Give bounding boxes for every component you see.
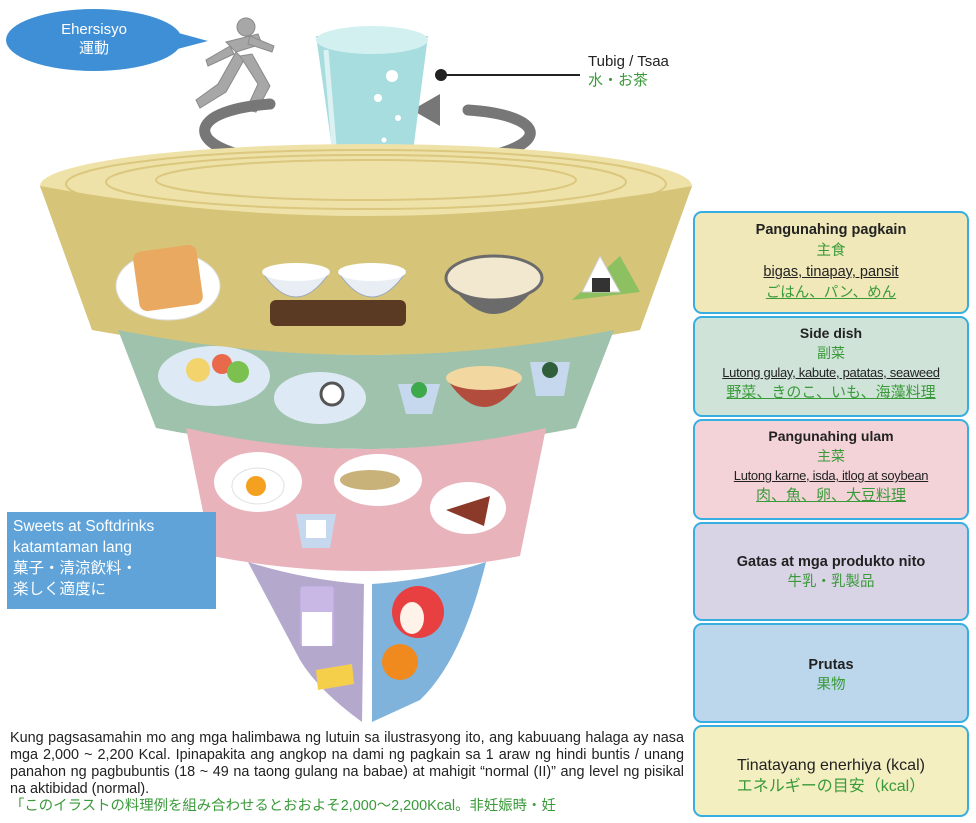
staple-band [40,186,692,355]
water-label-jp: 水・お茶 [588,72,649,89]
milk-band [248,562,364,722]
panel-energy-title: Tinatayang enerhiya (kcal) [737,757,925,774]
water-pointer [435,69,580,81]
panel-staple-title: Pangunahing pagkain [755,222,907,238]
panel-main-dish-items-jp: 肉、魚、卵、大豆料理 [755,487,906,504]
sweets-line-1: Sweets at Softdrinks [13,518,155,535]
panel-energy-title-jp: エネルギーの目安（kcal） [736,778,926,795]
panel-staple: Pangunahing pagkain 主食 bigas, tinapay, p… [693,211,969,314]
sweets-box: Sweets at Softdrinks katamtaman lang 菓子・… [7,512,216,609]
water-label: Tubig / Tsaa 水・お茶 [588,52,669,90]
sweets-line-3: 菓子・清涼飲料・ [13,560,138,577]
panel-milk-title: Gatas at mga produkto nito [736,554,926,570]
panel-side-dish-items: Lutong gulay, kabute, patatas, seaweed [722,365,940,380]
panel-main-dish-items: Lutong karne, isda, itlog at soybean [733,468,929,483]
runner-icon [195,17,275,113]
exercise-bubble: Ehersisyo 運動 [6,8,182,70]
panel-side-dish-title: Side dish [799,325,863,341]
exercise-label: Ehersisyo [61,21,127,38]
panel-main-dish-title-jp: 主菜 [817,448,845,464]
description: Kung pagsasamahin mo ang mga halimbawa n… [10,730,684,816]
top-disc [40,144,692,228]
fruit-band [372,562,486,722]
panel-staple-title-jp: 主食 [816,243,846,259]
speech-bubble [6,9,208,71]
description-text-jp: 「このイラストの料理例を組み合わせるとおおよそ2,000～2,200Kcal。非… [10,798,556,814]
panel-side-dish-title-jp: 副菜 [817,345,845,361]
main-dish-band [186,428,546,571]
side-dish-band [118,330,614,449]
panel-energy: Tinatayang enerhiya (kcal) エネルギーの目安（kcal… [693,725,969,817]
panel-staple-items-jp: ごはん、パン、めん [765,285,897,301]
exercise-label-jp: 運動 [78,40,109,57]
panel-side-dish: Side dish 副菜 Lutong gulay, kabute, patat… [693,316,969,417]
description-text: Kung pagsasamahin mo ang mga halimbawa n… [10,730,684,797]
panel-main-dish-title: Pangunahing ulam [768,428,894,444]
sweets-line-4: 楽しく適度に [13,581,107,598]
panel-fruit: Prutas 果物 [693,623,969,723]
panel-fruit-title-jp: 果物 [816,677,846,693]
water-label-text: Tubig / Tsaa [588,53,669,70]
panel-milk: Gatas at mga produkto nito 牛乳・乳製品 [693,522,969,621]
panel-fruit-title: Prutas [808,657,854,673]
panel-staple-items: bigas, tinapay, pansit [763,264,899,280]
sweets-line-2: katamtaman lang [13,539,132,556]
panel-milk-title-jp: 牛乳・乳製品 [787,574,875,590]
panel-side-dish-items-jp: 野菜、きのこ、いも、海藻料理 [726,384,936,401]
panel-main-dish: Pangunahing ulam 主菜 Lutong karne, isda, … [693,419,969,520]
